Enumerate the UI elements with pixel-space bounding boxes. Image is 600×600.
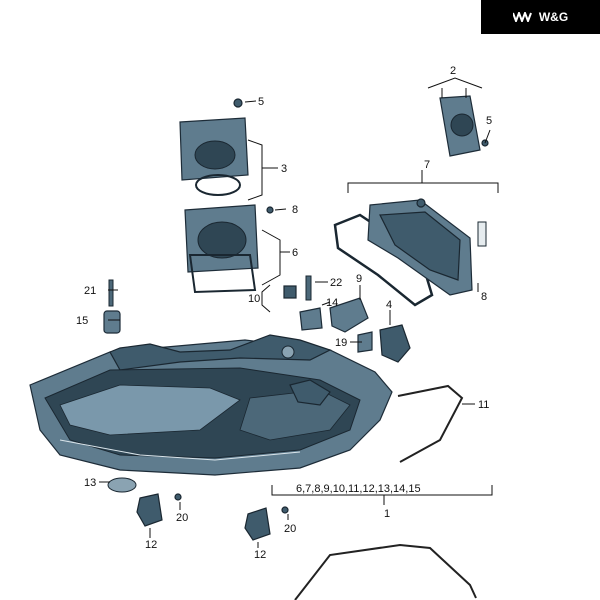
small-parts (103, 275, 411, 541)
callout-2: 2 (450, 65, 456, 77)
callout-labels: 1 2 3 4 5 5 6 7 8 8 9 10 11 12 12 13 14 … (76, 65, 492, 561)
callout-10: 10 (248, 293, 260, 305)
callout-19: 19 (335, 337, 347, 349)
brand-mark-icon (512, 12, 532, 22)
callout-1: 1 (384, 508, 390, 520)
access-cover (439, 95, 489, 157)
callout-11: 11 (478, 399, 489, 411)
callout-4: 4 (386, 299, 392, 311)
wiring-harness (397, 384, 464, 463)
brand-logo: W&G (481, 0, 600, 34)
callout-15: 15 (76, 315, 88, 327)
callout-6: 6 (292, 247, 298, 259)
callout-21: 21 (84, 285, 96, 297)
cable-bottom (294, 543, 477, 600)
callout-14: 14 (326, 297, 338, 309)
callout-7: 7 (424, 159, 430, 171)
rear-cover-gasket (333, 198, 487, 307)
callout-5-top: 5 (258, 96, 264, 108)
reflector-module-upper (179, 98, 249, 196)
callout-3: 3 (281, 163, 287, 175)
callout-8-left: 8 (292, 204, 298, 216)
callout-9: 9 (356, 273, 362, 285)
callout-5-right: 5 (486, 115, 492, 127)
callout-20-left: 20 (176, 512, 188, 524)
assembly-parts-label: 6,7,8,9,10,11,12,13,14,15 (296, 483, 421, 495)
callout-22: 22 (330, 277, 342, 289)
callout-12-left: 12 (145, 539, 157, 551)
callout-13: 13 (84, 477, 96, 489)
brand-name: W&G (538, 10, 569, 24)
headlight-housing (29, 334, 393, 476)
callout-20-right: 20 (284, 523, 296, 535)
reflector-module-lower (184, 204, 274, 294)
leader-lines (99, 77, 499, 548)
callout-8-right: 8 (481, 291, 487, 303)
callout-12-right: 12 (254, 549, 266, 561)
